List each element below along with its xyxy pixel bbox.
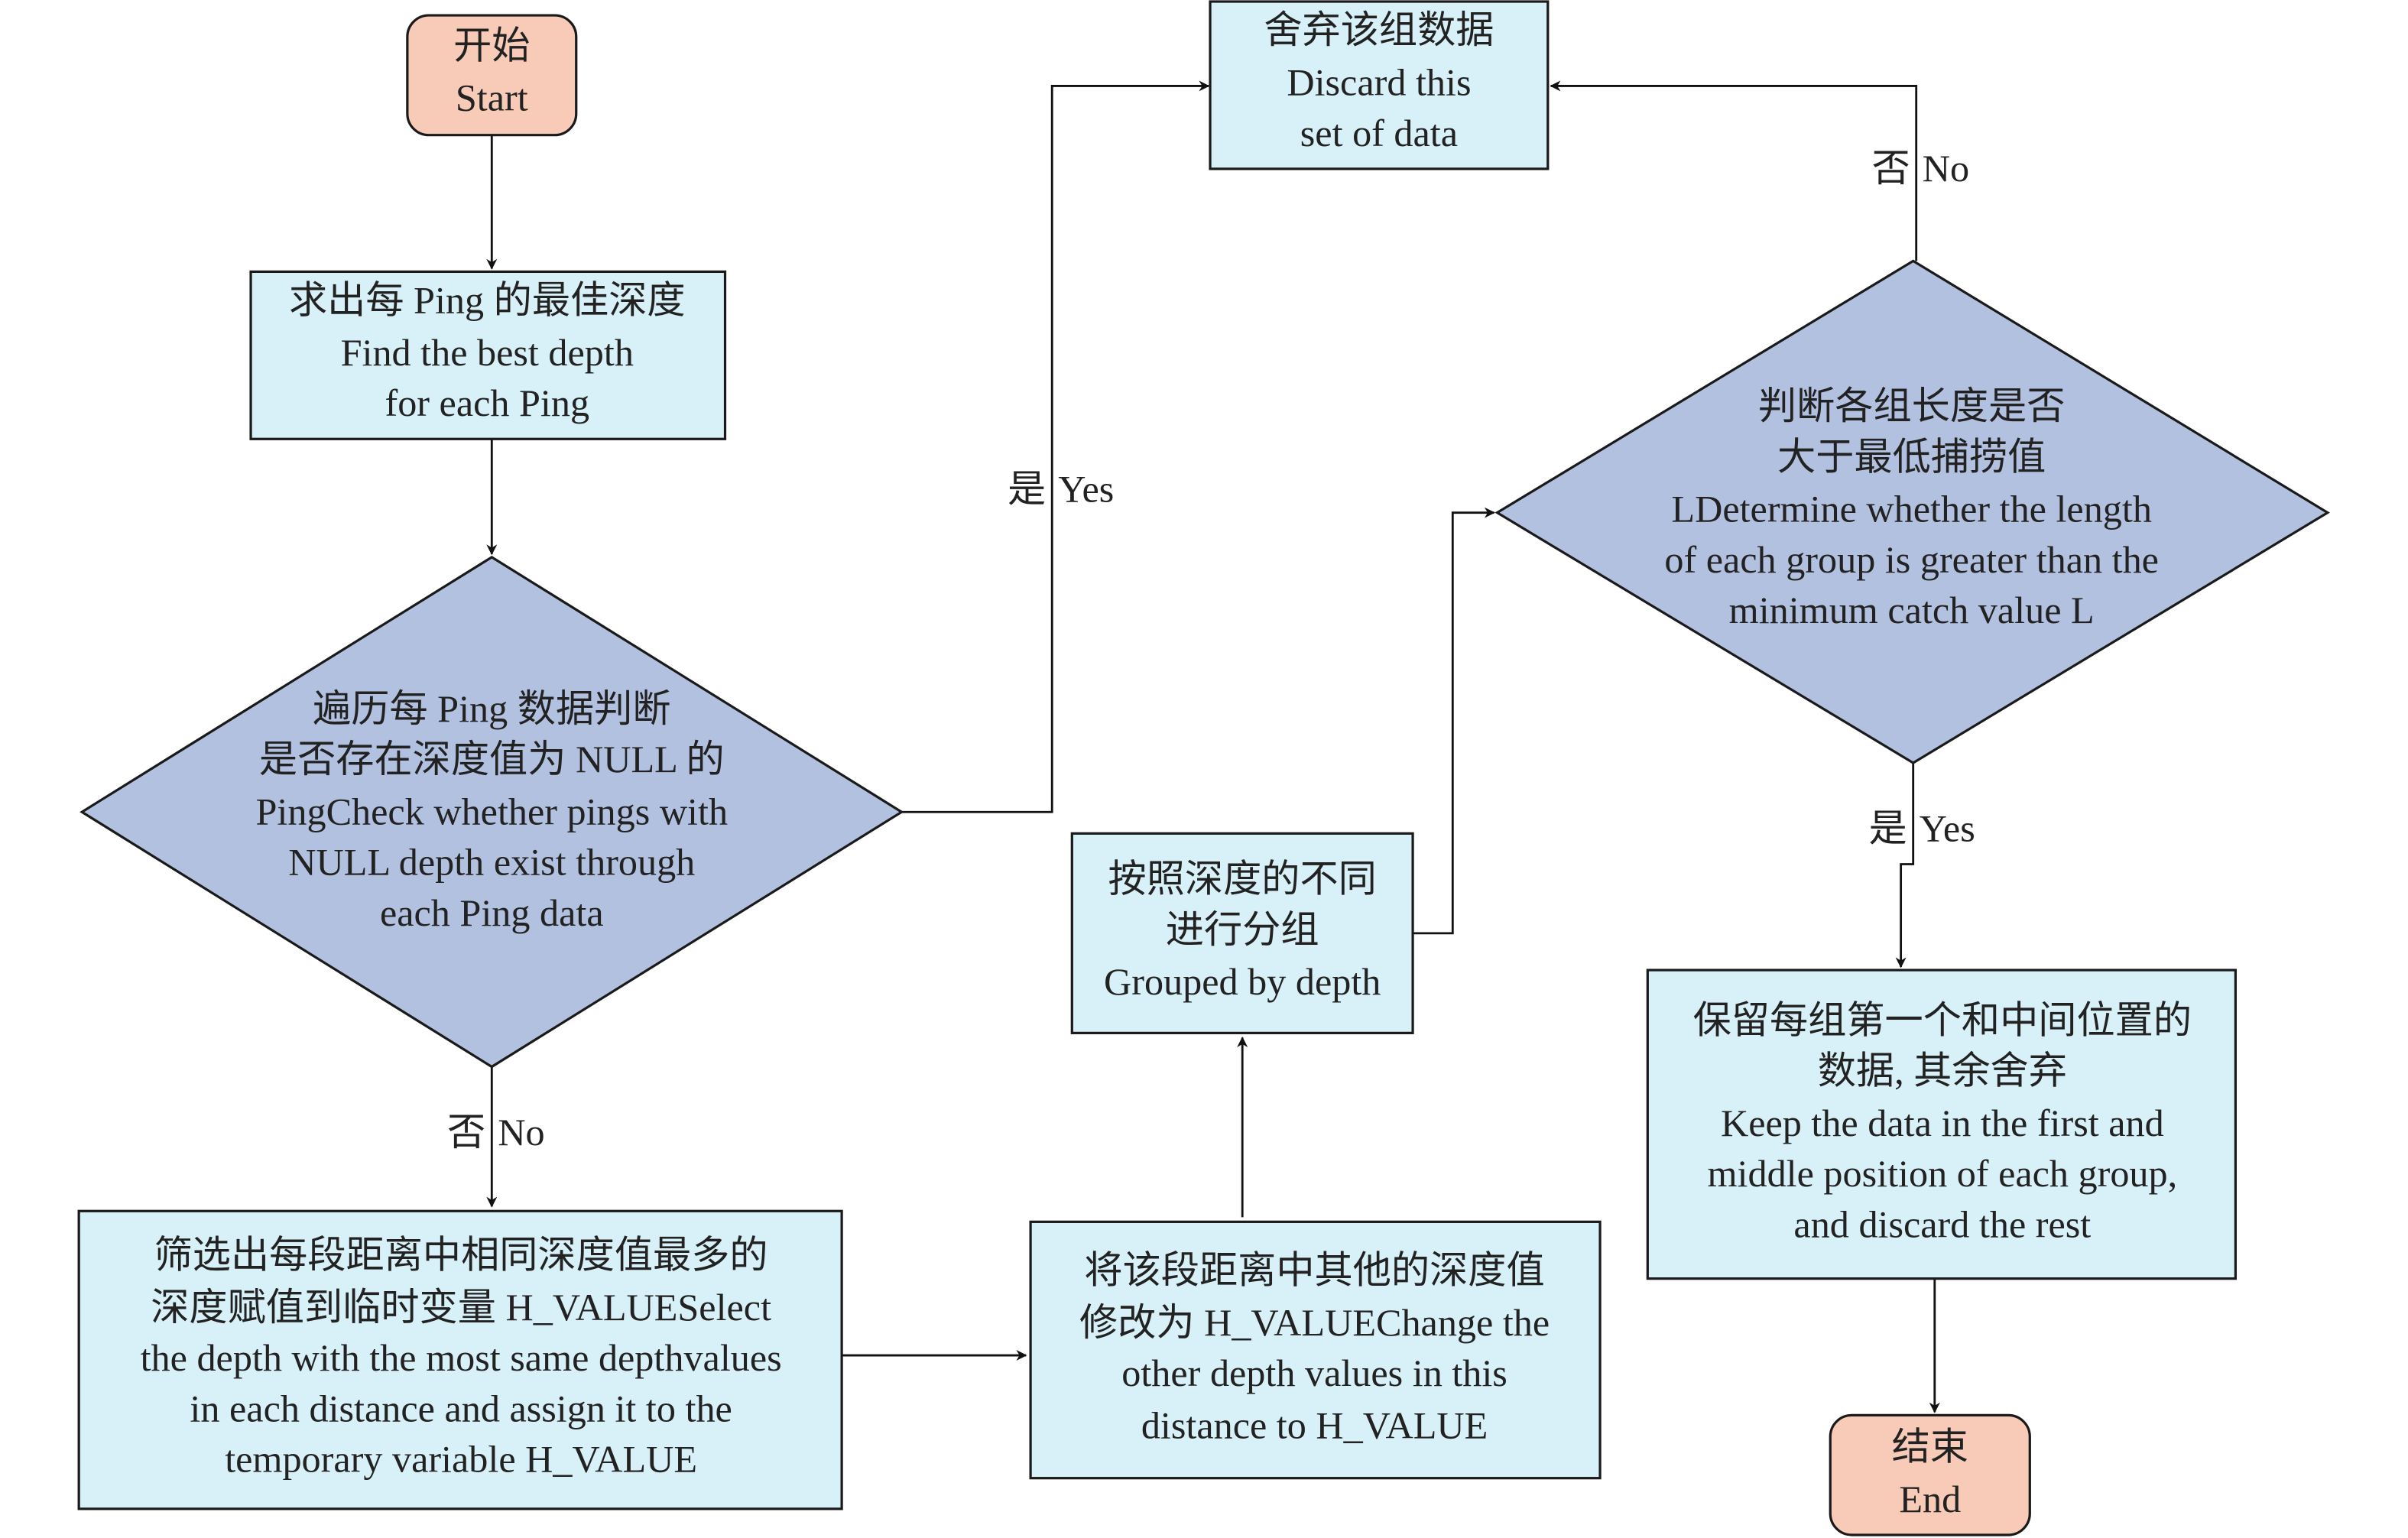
edge-check-yes (901, 80, 1210, 813)
node-end-line-2: End (1899, 1478, 1961, 1520)
node-discard: 舍弃该组数据 Discard this set of data (1209, 0, 1550, 170)
edge-label-check-no-cn: 否 (447, 1111, 485, 1154)
discard-box (1209, 0, 1550, 170)
select-h-value-box (77, 1209, 843, 1510)
node-select-line-1: 筛选出每段距离中相同深度值最多的 (154, 1234, 768, 1277)
node-null-check: 遍历每 Ping 数据判断 是否存在深度值为 NULL 的 PingCheck … (80, 556, 904, 1069)
change-depths-box (1029, 1220, 1602, 1480)
start-terminal-shape (406, 14, 578, 137)
edge-label-length-yes-en: Yes (1920, 806, 1975, 849)
end-terminal-shape (1829, 1413, 2031, 1536)
keep-data-box (1646, 969, 2237, 1280)
node-null-check-line-1: 遍历每 Ping 数据判断 (313, 687, 670, 730)
edge-label-length-no-cn: 否 (1871, 147, 1910, 190)
node-find-line-2: Find the best depth (341, 331, 634, 374)
node-null-check-line-4: NULL depth exist through (288, 841, 695, 884)
edge-label-check-yes-cn: 是 (1008, 468, 1046, 511)
node-keep-data: 保留每组第一个和中间位置的 数据, 其余舍弃 Keep the data in … (1646, 969, 2237, 1280)
node-start-line-1: 开始 (453, 24, 530, 67)
node-length-line-5: minimum catch value L (1729, 589, 2095, 631)
node-change-depths: 将该段距离中其他的深度值 修改为 H_VALUEChange the other… (1029, 1220, 1602, 1480)
node-length-line-1: 判断各组长度是否 (1758, 384, 2066, 427)
node-null-check-line-3: PingCheck whether pings with (256, 790, 729, 832)
edge-label-check-yes-en: Yes (1058, 468, 1114, 511)
node-discard-line-2: Discard this (1287, 60, 1471, 103)
edge-label-length-yes-cn: 是 (1868, 806, 1907, 849)
node-change-line-1: 将该段距离中其他的深度值 (1084, 1249, 1544, 1292)
length-check-diamond (1494, 259, 2330, 764)
node-length-line-3: LDetermine whether the length (1671, 488, 2152, 531)
node-group-line-1: 按照深度的不同 (1108, 858, 1377, 900)
node-find-line-3: for each Ping (385, 381, 589, 424)
node-discard-line-3: set of data (1300, 112, 1458, 154)
node-null-check-line-5: each Ping data (380, 891, 604, 934)
node-select-line-2: 深度赋值到临时变量 H_VALUESelect (151, 1286, 771, 1329)
node-group-by-depth: 按照深度的不同 进行分组 Grouped by depth (1070, 832, 1414, 1034)
edges (486, 80, 1940, 1413)
node-keep-line-2: 数据, 其余舍弃 (1818, 1050, 2067, 1092)
edge-length-no (1550, 80, 1918, 261)
edge-group-to-length (1413, 507, 1495, 935)
node-end: 结束 End (1829, 1413, 2031, 1536)
node-select-line-4: in each distance and assign it to the (190, 1387, 732, 1429)
node-keep-line-1: 保留每组第一个和中间位置的 (1693, 998, 2192, 1041)
null-check-diamond (80, 556, 904, 1069)
node-group-line-3: Grouped by depth (1104, 960, 1381, 1003)
node-find-best-depth: 求出每 Ping 的最佳深度 Find the best depth for e… (249, 270, 727, 440)
node-change-line-4: distance to H_VALUE (1141, 1403, 1488, 1446)
node-length-line-2: 大于最低捕捞值 (1777, 435, 2046, 478)
node-change-line-2: 修改为 H_VALUEChange the (1079, 1301, 1550, 1344)
node-change-line-3: other depth values in this (1121, 1351, 1507, 1394)
node-keep-line-3: Keep the data in the first and (1721, 1102, 2164, 1144)
node-end-line-1: 结束 (1892, 1426, 1968, 1468)
node-select-h-value: 筛选出每段距离中相同深度值最多的 深度赋值到临时变量 H_VALUESelect… (77, 1209, 843, 1510)
edge-label-length-no-en: No (1923, 147, 1969, 190)
node-length-check: 判断各组长度是否 大于最低捕捞值 LDetermine whether the … (1494, 259, 2330, 764)
node-select-line-3: the depth with the most same depthvalues (141, 1336, 782, 1379)
node-select-line-5: temporary variable H_VALUE (225, 1438, 697, 1481)
node-keep-line-4: middle position of each group, (1707, 1152, 2177, 1195)
edge-length-yes (1895, 762, 1915, 969)
node-start: 开始 Start (406, 14, 578, 137)
edge-label-check-no-en: No (498, 1111, 544, 1154)
node-discard-line-1: 舍弃该组数据 (1264, 8, 1494, 51)
node-null-check-line-2: 是否存在深度值为 NULL 的 (259, 738, 725, 780)
find-best-depth-box (249, 270, 727, 440)
node-keep-line-5: and discard the rest (1793, 1202, 2091, 1245)
node-start-line-2: Start (456, 76, 528, 119)
node-find-line-1: 求出每 Ping 的最佳深度 (289, 279, 686, 322)
node-length-line-4: of each group is greater than the (1664, 538, 2159, 581)
edge-labels: 是 Yes 否 No 否 No 是 Yes (447, 147, 1975, 1154)
node-group-line-2: 进行分组 (1166, 908, 1319, 951)
group-by-depth-box (1070, 832, 1414, 1034)
